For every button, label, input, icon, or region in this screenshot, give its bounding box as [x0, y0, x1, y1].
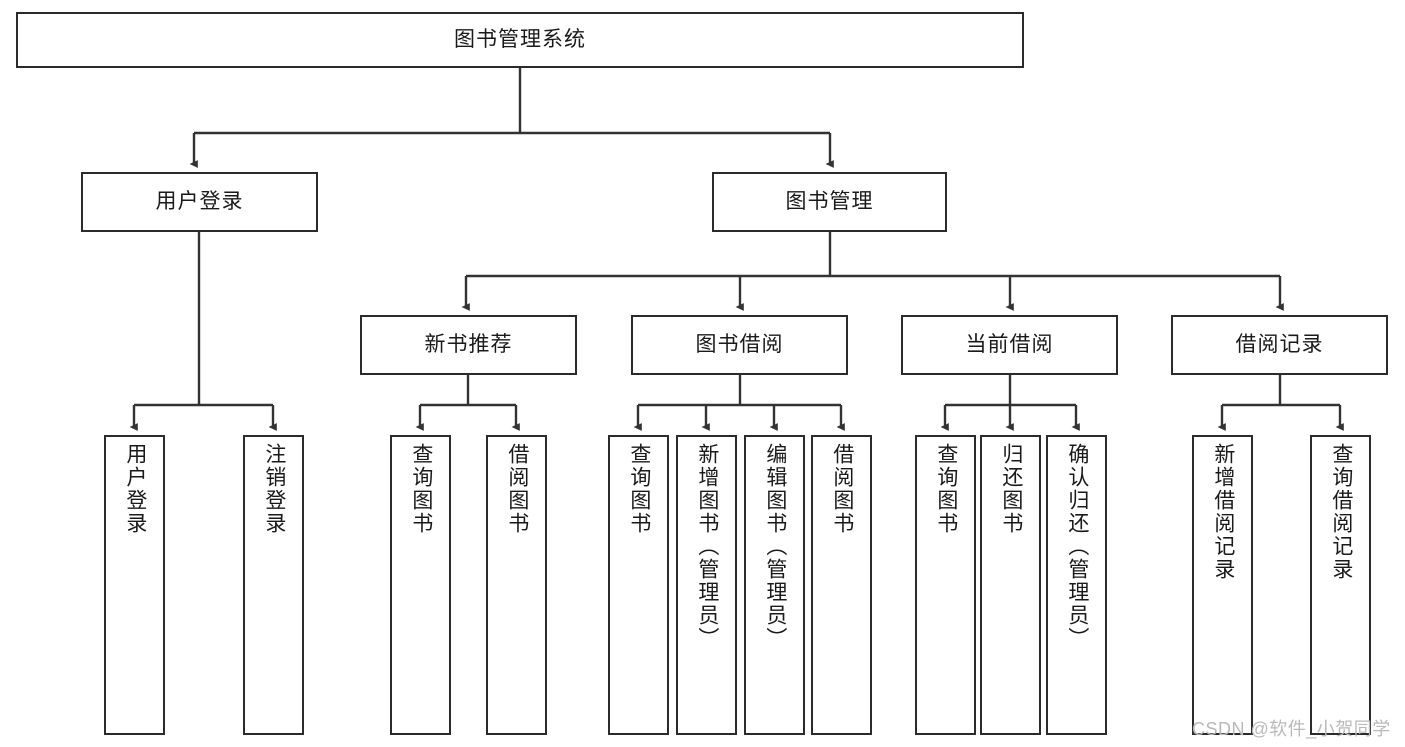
- node-leaf-current-query-book[interactable]: 查询图书: [915, 435, 976, 735]
- node-leaf-recommend-query-book[interactable]: 查询图书: [390, 435, 451, 735]
- node-label: 图书借阅: [695, 333, 784, 357]
- node-borrow-record[interactable]: 借阅记录: [1171, 315, 1388, 375]
- node-label: 注销登录: [262, 443, 286, 535]
- node-label: 查询图书: [627, 443, 651, 535]
- node-label: 新书推荐: [424, 333, 513, 357]
- node-leaf-record-query-record[interactable]: 查询借阅记录: [1310, 435, 1371, 735]
- node-label: 查询图书: [409, 443, 433, 535]
- node-leaf-borrow-borrow-book[interactable]: 借阅图书: [811, 435, 872, 735]
- node-label: 用户登录: [123, 443, 147, 535]
- node-label: 新增图书（管理员）: [695, 443, 719, 650]
- node-label: 编辑图书（管理员）: [763, 443, 787, 650]
- node-label: 新增借阅记录: [1211, 443, 1235, 581]
- node-label: 图书管理系统: [454, 28, 586, 52]
- node-leaf-current-confirm-return-admin[interactable]: 确认归还（管理员）: [1046, 435, 1107, 735]
- node-label: 确认归还（管理员）: [1065, 443, 1089, 650]
- node-leaf-user-login-login[interactable]: 用户登录: [104, 435, 165, 735]
- node-book-management[interactable]: 图书管理: [712, 172, 947, 232]
- node-label: 归还图书: [999, 443, 1023, 535]
- node-label: 查询图书: [934, 443, 958, 535]
- node-user-login[interactable]: 用户登录: [81, 172, 318, 232]
- node-book-borrow[interactable]: 图书借阅: [631, 315, 848, 375]
- csdn-watermark: CSDN @软件_小贺同学: [1192, 719, 1391, 739]
- node-new-book-recommend[interactable]: 新书推荐: [360, 315, 577, 375]
- node-root-book-management-system[interactable]: 图书管理系统: [16, 12, 1024, 68]
- node-leaf-borrow-add-book-admin[interactable]: 新增图书（管理员）: [676, 435, 737, 735]
- node-leaf-user-login-logout[interactable]: 注销登录: [243, 435, 304, 735]
- node-label: 当前借阅: [965, 333, 1054, 357]
- node-label: 借阅图书: [505, 443, 529, 535]
- node-leaf-recommend-borrow-book[interactable]: 借阅图书: [486, 435, 547, 735]
- node-leaf-borrow-edit-book-admin[interactable]: 编辑图书（管理员）: [744, 435, 805, 735]
- node-label: 用户登录: [155, 190, 244, 214]
- node-label: 查询借阅记录: [1329, 443, 1353, 581]
- node-label: 借阅记录: [1235, 333, 1324, 357]
- node-leaf-current-return-book[interactable]: 归还图书: [980, 435, 1041, 735]
- node-leaf-borrow-query-book[interactable]: 查询图书: [608, 435, 669, 735]
- node-leaf-record-add-record[interactable]: 新增借阅记录: [1192, 435, 1253, 735]
- node-label: 借阅图书: [830, 443, 854, 535]
- node-label: 图书管理: [785, 190, 874, 214]
- node-current-borrow[interactable]: 当前借阅: [901, 315, 1118, 375]
